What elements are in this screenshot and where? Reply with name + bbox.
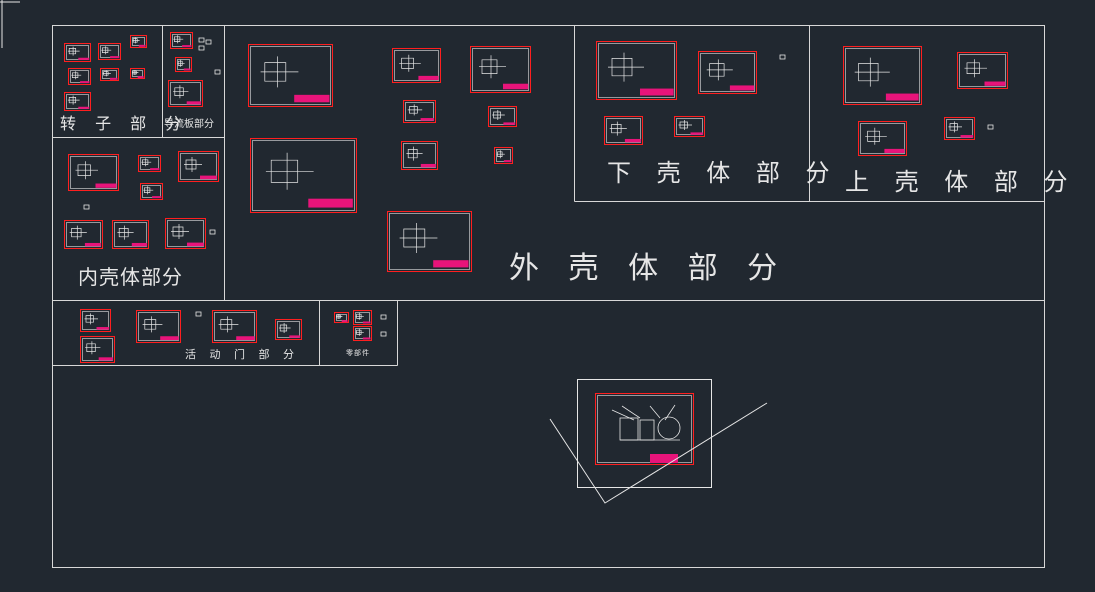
annotation-mark — [380, 314, 387, 320]
drawing-sheet[interactable] — [98, 43, 121, 60]
drawing-sheet[interactable] — [843, 46, 922, 105]
drawing-sheet[interactable] — [175, 57, 192, 72]
drawing-sheet[interactable] — [64, 43, 91, 62]
drawing-sheet[interactable] — [401, 141, 438, 170]
section-grid — [52, 25, 1045, 568]
annotation-mark — [214, 69, 221, 75]
small-part-section-label: 零部件 — [346, 349, 370, 357]
guide-plate-section-label: 导流板部分 — [164, 119, 214, 130]
drawing-sheet[interactable] — [178, 151, 219, 182]
drawing-sheet[interactable] — [387, 211, 472, 272]
drawing-sheet[interactable] — [130, 68, 145, 79]
drawing-sheet[interactable] — [64, 220, 103, 249]
drawing-sheet[interactable] — [212, 310, 257, 343]
drawing-sheet[interactable] — [494, 147, 513, 164]
drawing-sheet[interactable] — [334, 312, 349, 323]
upper-shell-section-label: 上 壳 体 部 分 — [845, 168, 1077, 196]
drawing-sheet[interactable] — [140, 183, 163, 200]
annotation-mark — [209, 229, 216, 235]
annotation-mark — [198, 45, 205, 51]
drawing-sheet[interactable] — [168, 80, 203, 107]
drawing-sheet[interactable] — [250, 138, 357, 213]
rotor-section-label: 转 子 部 分 — [60, 114, 189, 133]
annotation-mark — [987, 124, 994, 130]
drawing-sheet[interactable] — [470, 46, 531, 93]
drawing-sheet[interactable] — [275, 319, 302, 340]
drawing-sheet[interactable] — [136, 310, 181, 343]
drawing-sheet[interactable] — [392, 48, 441, 83]
lower-shell-section-label: 下 壳 体 部 分 — [607, 159, 839, 187]
drawing-sheet[interactable] — [596, 41, 677, 100]
movable-door-section-label: 活 动 门 部 分 — [185, 348, 299, 361]
drawing-sheet[interactable] — [248, 44, 333, 107]
drawing-sheet[interactable] — [170, 32, 193, 49]
annotation-mark — [198, 37, 205, 43]
drawing-sheet[interactable] — [944, 117, 975, 140]
annotation-mark — [195, 311, 202, 317]
assembly-drawing[interactable] — [549, 379, 768, 504]
inner-shell-section-label: 内壳体部分 — [78, 265, 183, 289]
drawing-sheet[interactable] — [64, 92, 91, 111]
drawing-sheet[interactable] — [353, 326, 372, 341]
drawing-sheet[interactable] — [165, 218, 206, 249]
outer-shell-section-label: 外 壳 体 部 分 — [509, 251, 788, 286]
drawing-sheet[interactable] — [957, 52, 1008, 89]
drawing-sheet[interactable] — [68, 154, 119, 191]
drawing-sheet[interactable] — [604, 116, 643, 145]
drawing-sheet[interactable] — [100, 68, 119, 81]
annotation-mark — [83, 204, 90, 210]
drawing-sheet[interactable] — [80, 309, 111, 332]
drawing-sheet[interactable] — [130, 35, 147, 48]
drawing-sheet[interactable] — [80, 336, 115, 363]
annotation-mark — [205, 39, 212, 45]
drawing-sheet[interactable] — [112, 220, 149, 249]
annotation-mark — [779, 54, 786, 60]
drawing-sheet[interactable] — [858, 121, 907, 156]
drawing-sheet[interactable] — [403, 100, 436, 123]
annotation-mark — [380, 331, 387, 337]
drawing-sheet[interactable] — [353, 310, 372, 325]
drawing-sheets — [64, 32, 1008, 363]
drawing-sheet[interactable] — [674, 116, 705, 137]
drawing-sheet[interactable] — [488, 106, 517, 127]
ucs-corner-icon — [0, 0, 20, 48]
drawing-sheet[interactable] — [698, 51, 757, 94]
drawing-sheet[interactable] — [138, 155, 161, 172]
drawing-sheet[interactable] — [68, 68, 91, 85]
